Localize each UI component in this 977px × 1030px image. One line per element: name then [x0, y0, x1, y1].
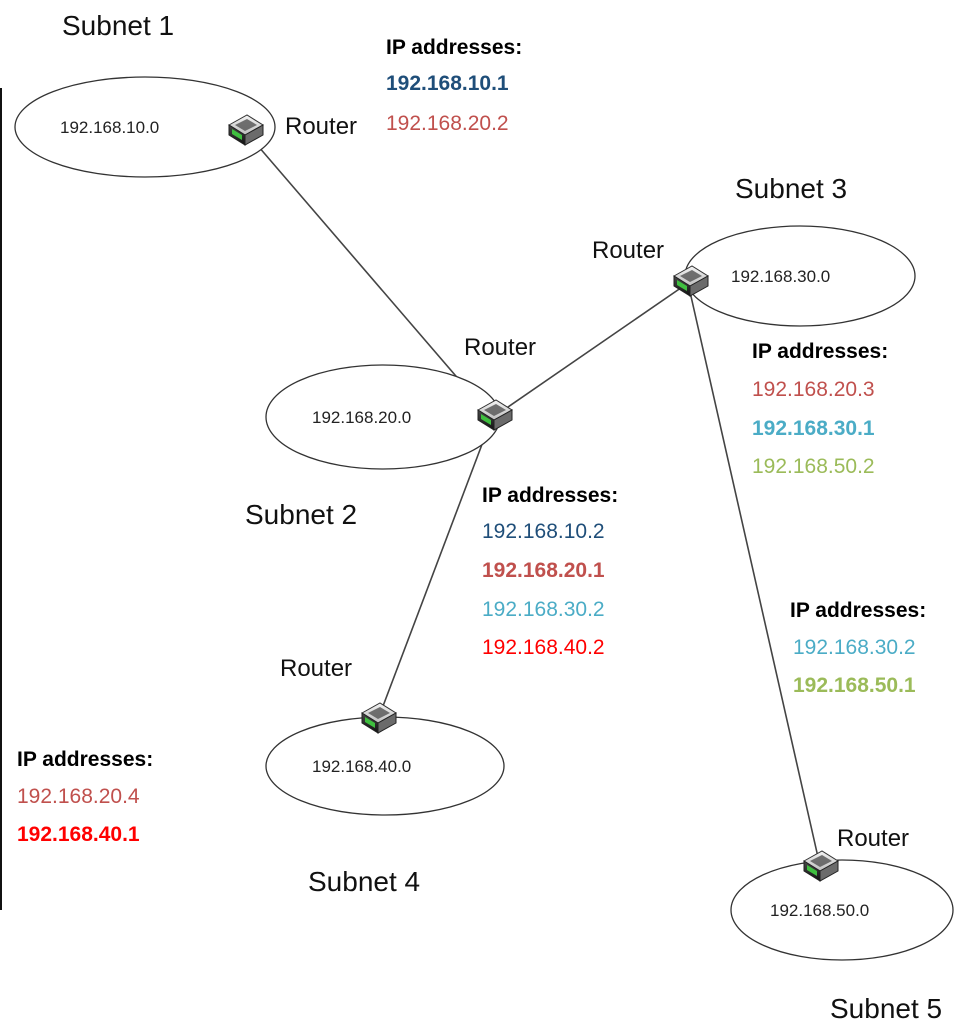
subnet-1-cloud: 192.168.10.0 [14, 76, 276, 178]
subnet-2-network: 192.168.20.0 [312, 408, 411, 427]
subnet-1-network: 192.168.10.0 [60, 118, 159, 137]
router-3-label: Router [592, 237, 664, 264]
router-1-label: Router [285, 113, 357, 140]
router-5-label: Router [837, 825, 909, 852]
subnet-4-network: 192.168.40.0 [312, 757, 411, 776]
subnet-5-cloud: 192.168.50.0 [730, 859, 954, 961]
router-2-ip-2: 192.168.30.2 [482, 598, 605, 621]
router-2-ip-1: 192.168.20.1 [482, 559, 605, 582]
subnet-5-network: 192.168.50.0 [770, 901, 869, 920]
router-3-ip-1: 192.168.30.1 [752, 417, 875, 440]
router-4-label: Router [280, 655, 352, 682]
subnet-1-label: Subnet 1 [62, 10, 174, 41]
subnet-3-network: 192.168.30.0 [731, 267, 830, 286]
router-5-ip-heading: IP addresses: [790, 599, 926, 622]
router-1-ip-0: 192.168.10.1 [386, 72, 509, 95]
router-3-ip-2: 192.168.50.2 [752, 455, 875, 478]
subnet-2-cloud: 192.168.20.0 [265, 364, 501, 470]
subnet-4-cloud: 192.168.40.0 [265, 716, 505, 816]
router-2-ip-0: 192.168.10.2 [482, 520, 605, 543]
link-router2-router4 [376, 417, 493, 723]
subnet-4-label: Subnet 4 [308, 866, 420, 897]
subnet-5-label: Subnet 5 [830, 993, 942, 1024]
router-2-ip-block: IP addresses: 192.168.10.2 192.168.20.1 … [482, 484, 618, 659]
subnet-3-cloud: 192.168.30.0 [684, 225, 916, 327]
router-4-ip-1: 192.168.40.1 [17, 823, 140, 846]
router-2-ip-3: 192.168.40.2 [482, 636, 605, 659]
router-2-ip-heading: IP addresses: [482, 484, 618, 507]
router-1-ip-heading: IP addresses: [386, 36, 522, 59]
link-router1-router2 [245, 131, 493, 419]
router-3-ip-heading: IP addresses: [752, 340, 888, 363]
router-4-ip-0: 192.168.20.4 [17, 785, 140, 808]
router-4-ip-heading: IP addresses: [17, 748, 153, 771]
link-router2-router3 [491, 282, 689, 419]
subnet-3-label: Subnet 3 [735, 173, 847, 204]
router-5-ip-block: IP addresses: 192.168.30.2 192.168.50.1 [790, 599, 926, 697]
router-2-label: Router [464, 334, 536, 361]
router-4-ip-block: IP addresses: 192.168.20.4 192.168.40.1 [17, 748, 153, 846]
router-3-ip-0: 192.168.20.3 [752, 378, 875, 401]
subnet-2-label: Subnet 2 [245, 499, 357, 530]
router-1-ip-block: IP addresses: 192.168.10.1 192.168.20.2 [386, 36, 522, 135]
router-3-ip-block: IP addresses: 192.168.20.3 192.168.30.1 … [752, 340, 888, 478]
router-5-ip-0: 192.168.30.2 [793, 636, 916, 659]
router-5-ip-1: 192.168.50.1 [793, 674, 916, 697]
link-router3-router5 [687, 282, 821, 867]
router-1-ip-1: 192.168.20.2 [386, 112, 509, 135]
